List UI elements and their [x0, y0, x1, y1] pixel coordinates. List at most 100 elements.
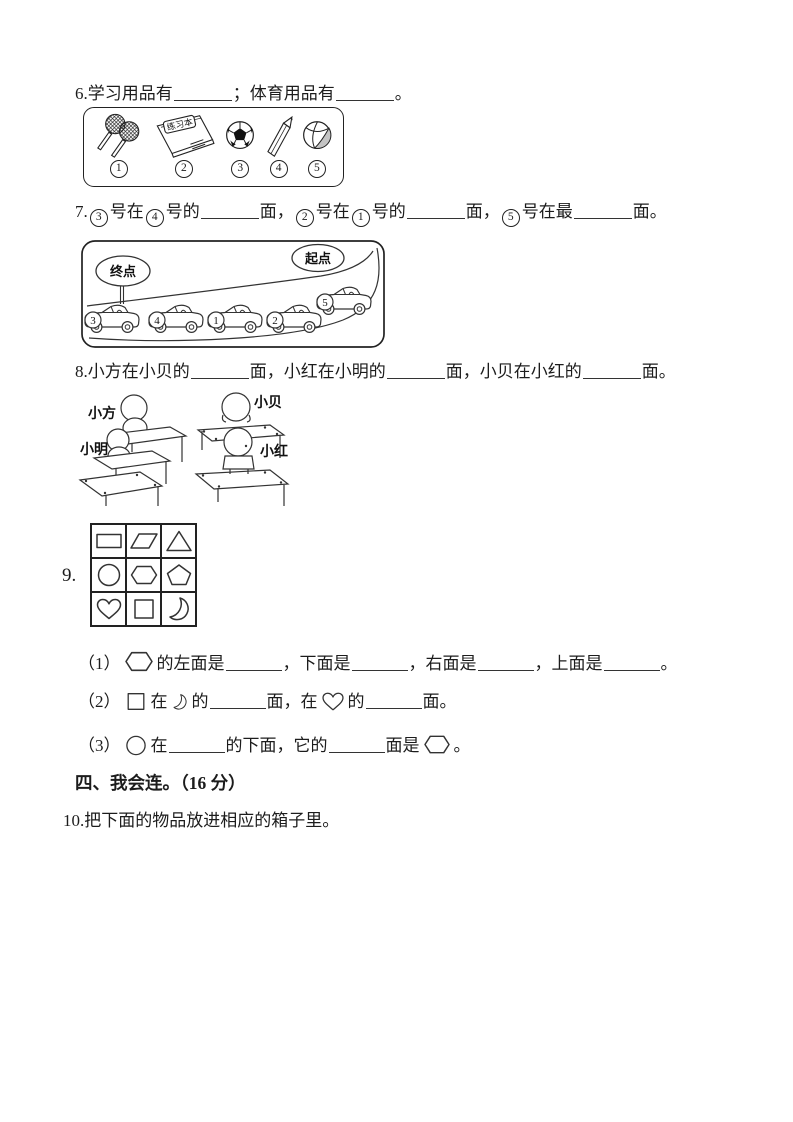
answer-blank[interactable]: [168, 738, 225, 753]
grid-cell-pentagon: [161, 558, 196, 592]
label-xiaofang: 小方: [88, 405, 116, 422]
answer-blank[interactable]: [603, 656, 660, 671]
text-run: （3）: [78, 736, 121, 755]
text-run: 在: [150, 736, 168, 755]
text-run: 面，: [259, 202, 294, 221]
item-notebook: 练习本 2: [147, 113, 222, 178]
car-number: 2: [272, 315, 278, 327]
soccer-ball-icon: [226, 121, 255, 150]
item-number: 5: [307, 160, 326, 178]
answer-blank[interactable]: [225, 656, 282, 671]
answer-blank[interactable]: [173, 86, 232, 101]
xiaofang-head: [120, 394, 148, 422]
q10-text-line: 10.把下面的物品放进相应的箱子里。: [63, 811, 340, 830]
q6-items-box: 1 练习本 2: [83, 107, 344, 187]
text-run: 7.: [75, 202, 88, 221]
item-number: 1: [109, 160, 128, 178]
exercise-book-icon: 练习本: [156, 114, 215, 158]
finish-sign-pole: [119, 286, 125, 304]
text-run: 号的: [371, 202, 406, 221]
answer-blank[interactable]: [328, 738, 385, 753]
item-ball: 5: [298, 113, 336, 178]
car-number: 1: [213, 315, 219, 327]
label-xiaoming: 小明: [80, 442, 108, 458]
grid-cell-heart: [91, 592, 126, 626]
desk-corner-dots: [84, 426, 283, 495]
text-run: 面是: [385, 736, 420, 755]
item-rackets: 1: [91, 113, 147, 178]
grid-cell-triangle: [161, 524, 196, 558]
pencil-icon: [266, 115, 293, 158]
text-run: ；体育用品有: [232, 84, 335, 103]
circled-number: 1: [351, 208, 370, 227]
grid-cell-circle: [91, 558, 126, 592]
moon-icon: [170, 691, 190, 720]
hexagon-icon: [422, 732, 452, 764]
start-bubble: [291, 243, 345, 273]
xiaohong-head: [223, 427, 253, 457]
finish-label: 终点: [110, 264, 136, 279]
text-run: ，右面是: [408, 654, 477, 673]
item-number: 3: [231, 160, 250, 178]
q7-race-image: 终点 起点 3 4 1 2 5: [81, 240, 385, 353]
grid-cell-moon: [161, 592, 196, 626]
heart-icon: [320, 690, 346, 720]
text-run: 在: [150, 692, 168, 711]
q9-sub2-line: （2）在的面，在的面。: [78, 690, 457, 720]
left-middle-desk: [92, 450, 172, 470]
text-run: （1）: [78, 654, 121, 673]
text-run: 。: [394, 84, 412, 103]
text-run: 面，小贝在小红的: [445, 362, 582, 381]
xiaobei-head: [221, 392, 251, 422]
track-top-line: [86, 250, 374, 307]
answer-blank[interactable]: [190, 364, 249, 379]
q8-classroom-image: 小方 小明 小贝 小红: [78, 390, 298, 517]
start-label: 起点: [304, 251, 331, 266]
text-run: 的下面，它的: [225, 736, 328, 755]
answer-blank[interactable]: [477, 656, 534, 671]
car-number-badges: 3 4 1 2 5: [84, 293, 334, 329]
answer-blank[interactable]: [335, 86, 394, 101]
hexagon-icon: [123, 648, 155, 682]
answer-blank[interactable]: [406, 204, 465, 219]
car-number: 5: [322, 297, 328, 309]
xiaohong-chair: [222, 455, 255, 470]
q8-text-line: 8.小方在小贝的面，小红在小明的面，小贝在小红的面。: [75, 360, 676, 384]
car-number: 4: [154, 315, 160, 327]
text-run: 号在: [109, 202, 144, 221]
text-run: 面。: [632, 202, 667, 221]
left-front-desk: [78, 471, 164, 497]
q6-text-line: 6.学习用品有 ；体育用品有 。: [75, 82, 412, 106]
answer-blank[interactable]: [573, 204, 632, 219]
race-track-drawing: 终点 起点 3 4 1 2 5: [81, 240, 385, 348]
answer-blank[interactable]: [209, 694, 266, 709]
track-bottom-line: [88, 247, 380, 342]
text-run: ，上面是: [534, 654, 603, 673]
label-xiaohong: 小红: [260, 443, 288, 460]
answer-blank[interactable]: [351, 656, 408, 671]
item-number: 2: [174, 160, 193, 178]
text-run: 面，在: [266, 692, 318, 711]
text-run: 号在: [315, 202, 350, 221]
answer-blank[interactable]: [200, 204, 259, 219]
text-run: 的: [191, 692, 209, 711]
circle-icon: [123, 734, 149, 764]
text-run: 的: [347, 692, 365, 711]
answer-blank[interactable]: [365, 694, 422, 709]
circled-number: 4: [145, 208, 164, 227]
answer-blank[interactable]: [386, 364, 445, 379]
text-run: 面，: [465, 202, 500, 221]
text-run: 6.学习用品有: [75, 84, 173, 103]
text-run: 号在最: [521, 202, 573, 221]
finish-bubble: [95, 255, 151, 287]
q9-shape-grid: [90, 523, 197, 627]
item-number: 4: [269, 160, 288, 178]
answer-blank[interactable]: [582, 364, 641, 379]
grid-cell-rectangle: [91, 524, 126, 558]
circled-number: 3: [89, 208, 108, 227]
beach-ball-icon: [302, 121, 332, 150]
text-run: 号的: [165, 202, 200, 221]
classroom-drawing: 小方 小明 小贝 小红: [78, 392, 290, 506]
